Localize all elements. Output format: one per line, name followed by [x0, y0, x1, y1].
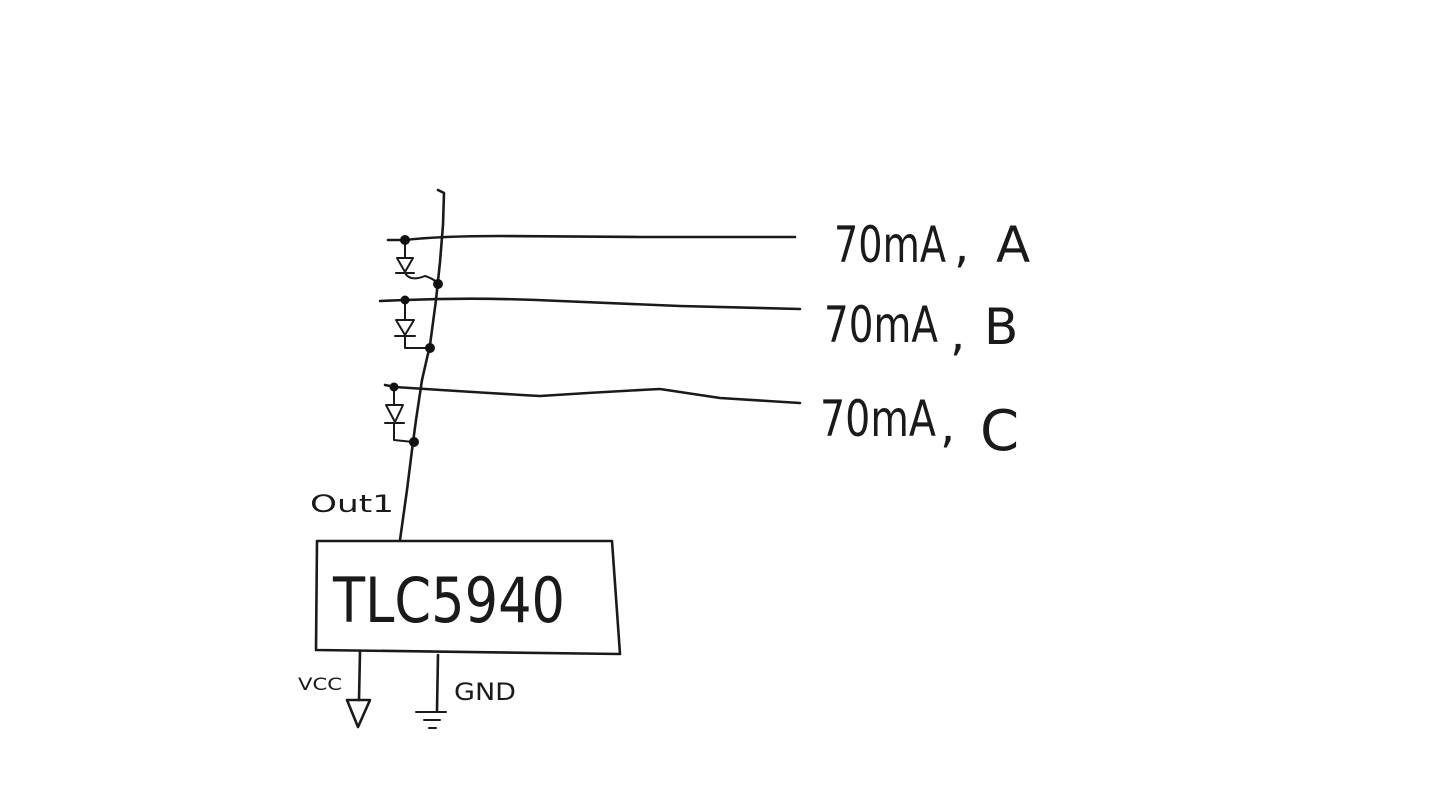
gnd-label: GND [454, 678, 516, 706]
channel-c-name: C [980, 399, 1019, 464]
channel-b-name: B [984, 298, 1018, 356]
junction-dot [389, 382, 399, 392]
junction-dot [409, 437, 419, 447]
junction-dot [433, 279, 443, 289]
led-a-diode [395, 239, 439, 284]
led-b-diode [394, 299, 430, 349]
channel-c-current: 70mA [820, 390, 936, 448]
channel-c-separator: , [940, 398, 955, 454]
channel-a-name: A [996, 216, 1030, 274]
channel-c-line [383, 383, 802, 405]
out1-label: Out1 [310, 490, 394, 518]
channel-b-line [378, 297, 802, 311]
vcc-arrow-icon [345, 698, 372, 729]
ground-icon [415, 711, 447, 729]
channel-a-label: 70mA , A [834, 216, 1030, 274]
led-c-diode [384, 386, 414, 443]
channel-b-current: 70mA [824, 296, 938, 354]
channel-b-separator: , [950, 306, 965, 362]
channel-b-label: 70mA , B [824, 296, 1018, 362]
gnd-pin-wire [435, 653, 440, 712]
junction-dot [425, 343, 435, 353]
vcc-label: VCC [298, 675, 342, 695]
chip-label: TLC5940 [332, 564, 565, 637]
chip-box [314, 539, 622, 656]
channel-a-current: 70mA [834, 216, 946, 274]
channel-a-line [386, 234, 797, 242]
junction-dot [400, 295, 410, 305]
channel-a-separator: , [954, 218, 969, 274]
junction-dot [400, 235, 410, 245]
vcc-pin-wire [357, 650, 362, 702]
channel-c-label: 70mA , C [820, 390, 1019, 464]
